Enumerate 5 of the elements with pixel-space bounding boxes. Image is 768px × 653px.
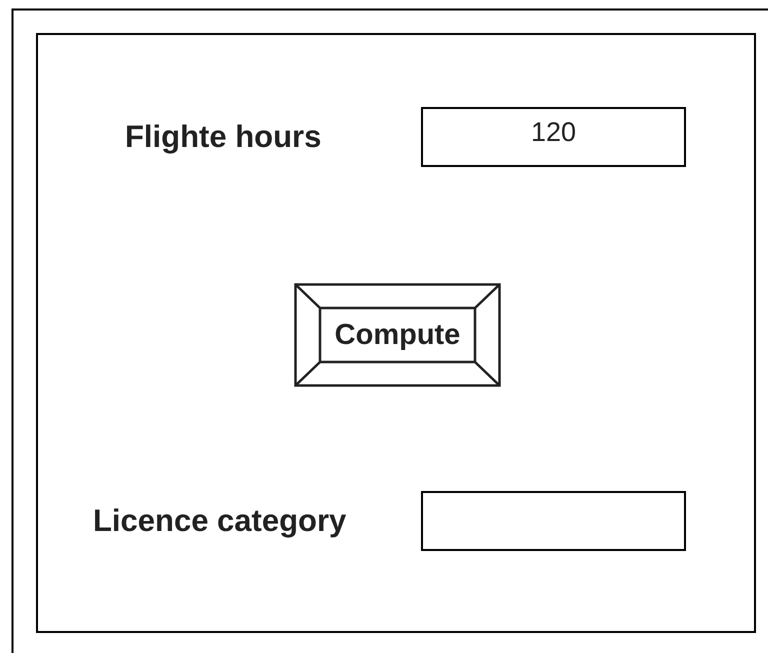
- input-field: [421, 491, 686, 551]
- input-field: 120: [421, 107, 686, 167]
- field-label: Flighte hours: [125, 118, 322, 156]
- compute-button: Compute: [294, 283, 501, 387]
- field-label: Licence category: [93, 502, 346, 540]
